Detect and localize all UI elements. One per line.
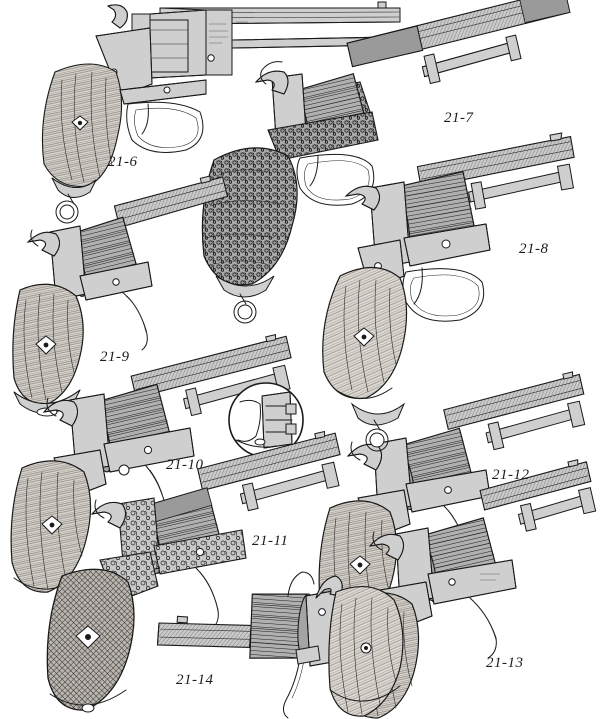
figure-21-10-detail-inset <box>228 382 304 458</box>
figure-label-21-10: 21-10 <box>166 457 204 473</box>
figure-21-7-artwork <box>201 0 571 324</box>
figure-21-12-artwork <box>318 371 586 631</box>
figure-21-9-artwork <box>12 175 229 417</box>
figure-label-21-8: 21-8 <box>519 241 549 257</box>
figure-21-8-artwork <box>322 132 575 400</box>
figure-label-21-6: 21-6 <box>108 154 138 170</box>
figure-label-21-7: 21-7 <box>444 110 474 126</box>
figure-label-21-11: 21-11 <box>252 533 289 549</box>
figure-21-10-artwork <box>10 333 292 593</box>
figure-label-21-13: 21-13 <box>486 655 524 671</box>
figure-label-21-14: 21-14 <box>176 672 214 688</box>
figure-21-14-artwork <box>156 571 404 719</box>
figure-label-21-12: 21-12 <box>492 467 530 483</box>
figure-label-21-9: 21-9 <box>100 349 130 365</box>
figure-21-11-artwork <box>46 430 341 713</box>
